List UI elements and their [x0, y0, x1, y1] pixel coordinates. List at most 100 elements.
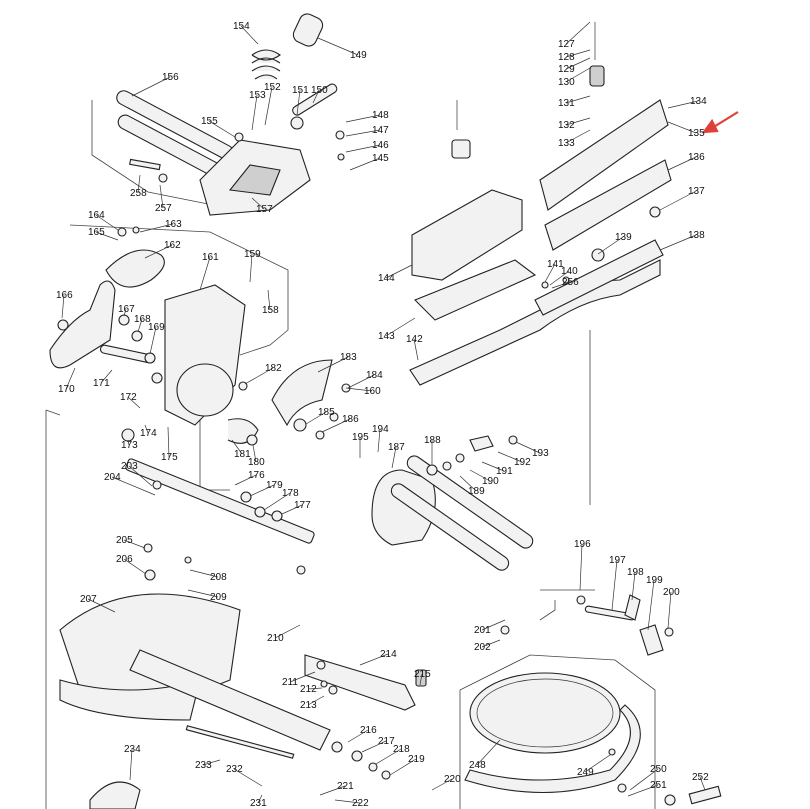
part-label-234: 234 [124, 744, 141, 755]
part-label-151: 151 [292, 85, 309, 96]
part-label-191: 191 [496, 466, 513, 477]
leader-line-250 [629, 768, 659, 791]
part-label-251: 251 [650, 780, 667, 791]
part-label-181: 181 [234, 449, 251, 460]
part-label-194: 194 [372, 424, 389, 435]
leader-line-158 [267, 289, 271, 311]
part-label-142: 142 [406, 334, 423, 345]
part-label-193: 193 [532, 448, 549, 459]
part-label-184: 184 [366, 370, 383, 381]
leader-line-209 [187, 589, 219, 598]
leader-line-173 [127, 439, 130, 446]
leader-line-130 [565, 67, 591, 83]
part-label-167: 167 [118, 304, 135, 315]
part-label-145: 145 [372, 153, 389, 164]
part-label-146: 146 [372, 140, 389, 151]
part-label-210: 210 [267, 633, 284, 644]
part-label-179: 179 [266, 480, 283, 491]
part-label-233: 233 [195, 760, 212, 771]
leader-line-186 [321, 418, 351, 433]
leader-line-258 [137, 174, 141, 194]
leader-line-218 [375, 748, 402, 765]
leader-line-144 [385, 264, 413, 279]
part-label-153: 153 [249, 90, 266, 101]
leader-line-204 [111, 476, 156, 496]
part-label-177: 177 [294, 500, 311, 511]
part-label-157: 157 [256, 204, 273, 215]
part-label-183: 183 [340, 352, 357, 363]
leader-line-207 [87, 598, 116, 613]
part-label-218: 218 [393, 744, 410, 755]
part-label-195: 195 [352, 432, 369, 443]
leader-line-131 [565, 95, 591, 104]
part-label-189: 189 [468, 486, 485, 497]
leader-line-183 [317, 356, 349, 373]
leader-line-145 [349, 157, 381, 171]
part-label-135: 135 [688, 128, 705, 139]
leader-line-199 [647, 579, 655, 631]
leader-line-219 [389, 758, 417, 776]
leader-line-191 [481, 461, 505, 472]
leader-line-213 [307, 695, 325, 706]
leader-line-137 [659, 190, 697, 211]
leader-line-160 [345, 387, 373, 392]
leader-line-234 [129, 748, 133, 781]
part-label-216: 216 [360, 725, 377, 736]
part-label-131: 131 [558, 98, 575, 109]
leader-line-142 [413, 338, 419, 361]
part-label-192: 192 [514, 457, 531, 468]
leader-line-196 [579, 543, 583, 591]
leader-line-174 [144, 424, 149, 434]
leader-lines [61, 21, 706, 804]
leader-line-156 [131, 76, 171, 97]
leader-line-221 [319, 785, 346, 796]
part-label-133: 133 [558, 138, 575, 149]
leader-line-249 [584, 754, 611, 773]
leader-line-202 [481, 639, 501, 648]
part-label-190: 190 [482, 476, 499, 487]
leader-line-214 [359, 653, 389, 666]
leader-line-197 [611, 559, 618, 611]
leader-line-170 [65, 367, 76, 390]
part-label-257: 257 [155, 203, 172, 214]
part-label-180: 180 [248, 457, 265, 468]
leader-line-222 [334, 799, 361, 804]
leader-line-141 [544, 263, 556, 283]
part-label-166: 166 [56, 290, 73, 301]
spring-assembly [251, 13, 338, 130]
part-label-198: 198 [627, 567, 644, 578]
leader-line-147 [345, 129, 381, 137]
leader-line-206 [123, 558, 147, 575]
part-label-211: 211 [282, 677, 298, 688]
leader-line-257 [159, 184, 164, 209]
fasteners [57, 130, 674, 793]
leader-line-210 [274, 624, 301, 639]
part-label-185: 185 [318, 407, 335, 418]
leader-line-192 [497, 451, 523, 463]
part-label-156: 156 [162, 72, 179, 83]
part-label-187: 187 [388, 442, 405, 453]
part-label-137: 137 [688, 186, 705, 197]
part-label-163: 163 [165, 219, 182, 230]
leader-line-154 [240, 25, 259, 45]
leader-line-175 [167, 426, 170, 458]
leader-line-168 [137, 318, 143, 333]
part-label-161: 161 [202, 252, 219, 263]
leader-line-177 [281, 504, 303, 515]
leader-line-232 [233, 768, 263, 787]
leader-line-161 [199, 256, 211, 291]
leader-line-233 [202, 759, 221, 766]
leader-line-198 [631, 571, 636, 601]
leader-line-251 [627, 784, 659, 797]
part-label-160: 160 [364, 386, 381, 397]
leader-line-162 [144, 244, 173, 259]
leader-line-189 [459, 475, 477, 492]
leader-line-203 [128, 465, 153, 487]
pivot-body-assembly [371, 435, 664, 656]
leader-line-190 [469, 469, 491, 482]
leader-line-149 [317, 37, 359, 56]
leader-line-208 [189, 569, 219, 578]
part-label-162: 162 [164, 240, 181, 251]
leader-line-152 [264, 86, 273, 126]
